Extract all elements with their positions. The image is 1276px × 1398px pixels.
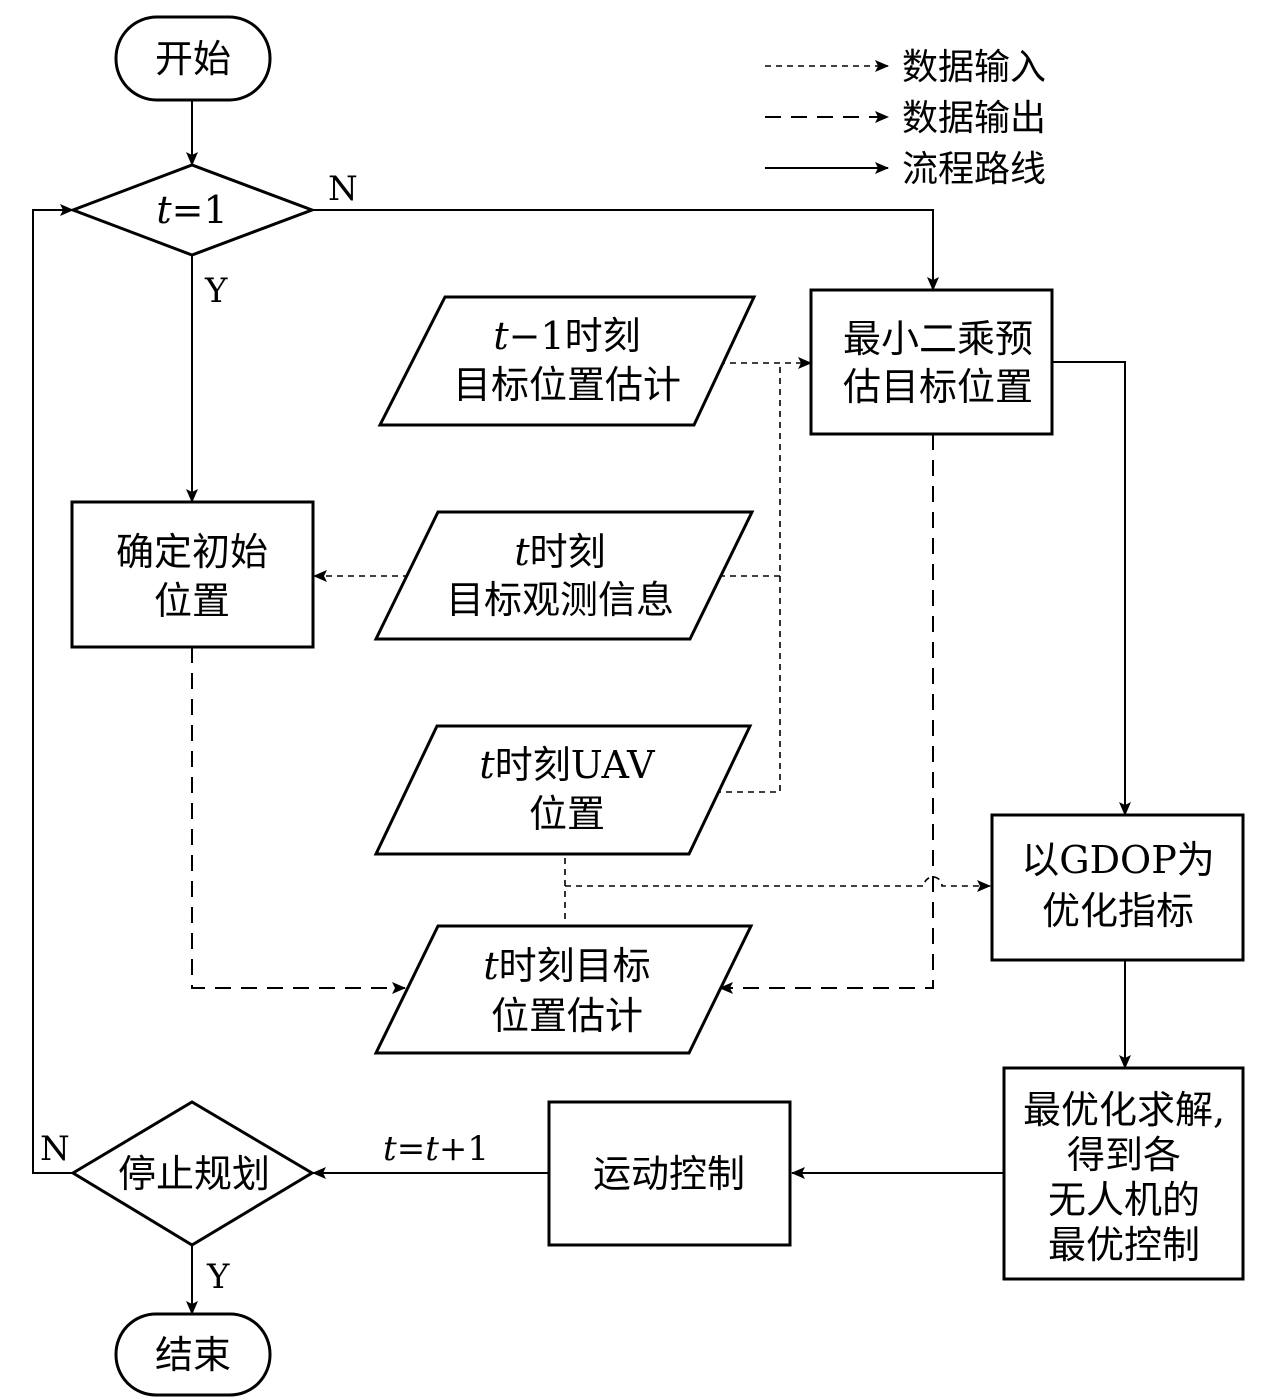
gdop-label-line1: 以GDOP为 [1021,838,1215,882]
equals-one: =1 [172,188,228,232]
prev-estimate-data: t−1时刻 目标位置估计 [377,295,757,427]
init-to-est-arrow [191,647,406,994]
optimal-solve-process: 最优化求解, 得到各 无人机的 最优控制 [1002,1066,1245,1281]
observation-shape [373,510,755,641]
gdop-process: 以GDOP为 优化指标 [990,813,1245,962]
branch-y-top: Y [204,271,228,311]
prev-estimate-shape [377,295,757,427]
time-label: 时刻 [530,530,606,574]
decision-stop-shape [70,1100,315,1247]
end-terminal: 结束 [114,1312,272,1397]
motion-control-process: 运动控制 [547,1100,792,1247]
optimal-solve-box [1002,1066,1245,1281]
time-update-label: t=t+1 [383,1129,489,1169]
uav-to-gdop-arrow [565,876,991,892]
time-minus-one: −1时刻 [509,314,641,358]
ls-label-line1: 最小二乘预 [843,317,1033,361]
branch-y-bottom: Y [206,1257,230,1297]
gdop-label-line2: 优化指标 [1042,889,1194,933]
uav-position-line2: 位置 [529,792,605,836]
prev-estimate-line1: t−1时刻 [493,314,640,358]
motion-control-box [547,1100,792,1247]
time-uav: 时刻UAV [495,743,655,787]
start-terminal-shape [114,15,272,102]
var-t: t [156,188,172,232]
var-t: t [493,314,509,358]
decision-t-equals-1-shape [68,163,317,257]
optimal-label-line3: 无人机的 [1048,1178,1200,1222]
legend-input-label: 数据输入 [902,47,1046,88]
equals-sign: = [397,1129,426,1169]
observation-data: t时刻 目标观测信息 [373,510,755,641]
end-terminal-shape [114,1312,272,1397]
data-output-connectors [191,434,934,994]
current-estimate-data: t时刻目标 位置估计 [373,924,754,1055]
optimal-label-line2: 得到各 [1067,1133,1181,1177]
var-t: t [514,530,530,574]
var-t: t [483,944,499,988]
legend-output-label: 数据输出 [902,98,1046,139]
optimal-label-line4: 最优控制 [1048,1223,1200,1267]
uav-to-ls-line [715,576,781,793]
uav-position-shape [373,724,753,856]
legend: 数据输入 数据输出 流程路线 [765,47,1046,190]
least-squares-process: 最小二乘预 估目标位置 [809,288,1054,436]
cond-no-to-ls-arrow [312,209,939,291]
start-terminal: 开始 [114,15,272,102]
decision-t-equals-1: t=1 [68,163,317,257]
current-estimate-shape [373,924,754,1055]
stop-no-loop-arrow [32,204,74,1174]
init-label-line1: 确定初始 [116,530,268,574]
ls-to-gdop-arrow [1052,361,1131,816]
branch-n-bottom: N [40,1129,70,1169]
var-t: t [425,1129,439,1169]
ls-to-est-arrow [719,434,934,994]
gdop-box [990,813,1245,962]
observation-line1: t时刻 [514,530,605,574]
end-label: 结束 [155,1333,231,1377]
current-estimate-line2: 位置估计 [491,994,643,1038]
decision-stop-label: 停止规划 [118,1152,270,1196]
var-t: t [383,1129,397,1169]
var-t: t [479,743,495,787]
branch-n-top: N [328,169,358,209]
current-estimate-line1: t时刻目标 [483,944,650,988]
uav-position-data: t时刻UAV 位置 [373,724,753,856]
data-input-connectors [313,357,991,924]
plus-one: +1 [439,1129,489,1169]
least-squares-box [809,288,1054,436]
init-position-process: 确定初始 位置 [70,500,315,649]
optimal-label-line1: 最优化求解, [1023,1088,1225,1132]
decision-t-equals-1-label: t=1 [156,188,227,232]
flow-connectors [32,100,1131,1315]
time-target: 时刻目标 [499,944,651,988]
prev-estimate-line2: 目标位置估计 [453,363,681,407]
uav-position-line1: t时刻UAV [479,743,655,787]
ls-label-line2: 估目标位置 [843,365,1033,409]
init-position-box [70,500,315,649]
observation-line2: 目标观测信息 [446,578,674,622]
start-label: 开始 [155,37,231,81]
decision-stop-planning: 停止规划 [70,1100,315,1247]
motion-control-label: 运动控制 [593,1152,745,1196]
legend-flow-label: 流程路线 [902,149,1046,190]
init-label-line2: 位置 [154,579,230,623]
